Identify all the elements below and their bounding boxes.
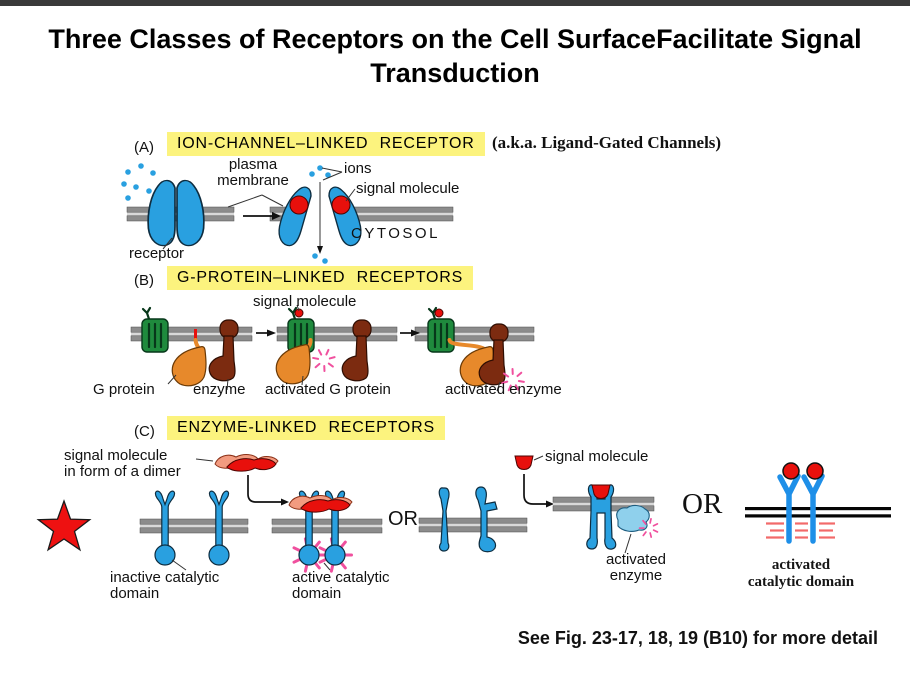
g-protein-shape <box>171 346 207 387</box>
star-icon <box>36 499 92 552</box>
section-b-heading: G-PROTEIN–LINKED RECEPTORS <box>167 266 474 290</box>
receptor-label: receptor <box>129 245 185 262</box>
signal-molecule-pointer-a <box>345 188 356 202</box>
signal-molecule-pointer-b <box>296 304 300 312</box>
or-label-right: OR <box>682 488 723 520</box>
receptor-tail-tick-1 <box>194 329 197 341</box>
inactive-domain-pointer <box>171 559 187 571</box>
signal-molecule-ball-right <box>331 195 351 215</box>
ions-pointer <box>321 167 343 181</box>
activated-g-protein-shape <box>275 344 311 385</box>
y-receptor-stroke-1 <box>777 473 801 544</box>
section-b-diagram <box>130 304 535 394</box>
section-a-aka-note: (a.k.a. Ligand-Gated Channels) <box>492 133 722 152</box>
section-c-diagram <box>36 454 891 573</box>
page-title: Three Classes of Receptors on the Cell S… <box>0 22 910 90</box>
hand-drawn-membrane-top <box>745 507 891 511</box>
g-protein-pointer <box>167 374 177 385</box>
bound-dimer-shape <box>288 495 353 513</box>
title-line-2: Facilitate Signal Transduction <box>370 24 862 88</box>
activated-enzyme-pointer-c <box>624 533 632 554</box>
arrow-c-mid <box>523 474 546 505</box>
enzyme-pointer <box>226 378 229 391</box>
activated-g-protein-pointer <box>301 375 304 386</box>
hand-drawn-membrane-bottom <box>745 514 891 518</box>
active-domain-pointer <box>323 562 331 571</box>
ions-label: ions <box>344 160 372 177</box>
signal-ball-hand-1 <box>782 462 800 480</box>
section-b-tag: (B) <box>134 272 154 289</box>
title-line-1: Three Classes of Receptors on the Cell S… <box>48 24 657 54</box>
receptor-blocky-shape <box>475 486 498 553</box>
signal-molecule-cup <box>514 455 534 470</box>
signal-ball-hand-2 <box>806 462 824 480</box>
section-a-heading: ION-CHANNEL–LINKED RECEPTOR <box>167 132 485 156</box>
membrane-c-active <box>271 518 383 534</box>
signal-dimer-pointer <box>195 458 214 462</box>
section-a-tag: (A) <box>134 139 154 156</box>
ion-dots-channel <box>309 165 331 264</box>
footer-note: See Fig. 23-17, 18, 19 (B10) for more de… <box>517 628 878 648</box>
gpcr-receptor-1 <box>140 306 170 354</box>
enzyme-label: enzyme <box>193 381 246 398</box>
section-c-tag: (C) <box>134 423 155 440</box>
g-protein-label: G protein <box>93 381 155 398</box>
membrane-c-inactive <box>139 518 249 534</box>
receptor-pointer <box>162 237 173 250</box>
signal-molecule-pointer-c <box>533 455 544 461</box>
plasma-membrane-pointer <box>227 194 284 208</box>
signal-molecule-ball-left <box>289 195 309 215</box>
arrow-c-left <box>247 475 281 503</box>
section-c-heading: ENZYME-LINKED RECEPTORS <box>167 416 445 440</box>
receptor-thin-shape <box>438 487 450 552</box>
signal-molecule-label-b: signal molecule <box>253 293 357 310</box>
hand-drawn-receptor <box>745 462 891 544</box>
activated-enzyme-pointer <box>496 381 501 392</box>
activated-enzyme-blob <box>616 504 650 532</box>
cytosol-label: CYTOSOL <box>351 225 440 242</box>
activated-g-protein-label: activated G protein <box>265 381 391 398</box>
section-a-diagram <box>121 163 454 264</box>
top-border-bar <box>0 0 910 6</box>
membrane-c-mid-left <box>418 517 528 533</box>
signal-dimer-shape <box>214 454 279 472</box>
ion-dots-left <box>121 163 163 201</box>
signal-molecule-dot-3 <box>434 308 444 318</box>
or-label-left: OR <box>388 508 418 530</box>
signal-molecule-label-a: signal molecule <box>356 180 460 197</box>
signal-molecule-label-c: signal molecule <box>545 448 649 465</box>
signal-molecule-dot-2 <box>294 308 304 318</box>
y-receptor-stroke-2 <box>801 473 825 544</box>
activated-enzyme-label-b: activated enzyme <box>445 381 562 398</box>
activation-burst-gprotein <box>310 345 339 375</box>
